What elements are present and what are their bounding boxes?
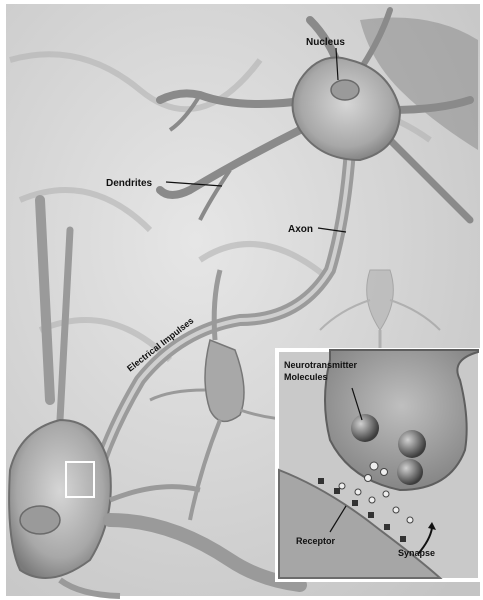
label-nucleus: Nucleus [306, 37, 345, 48]
label-axon: Axon [288, 224, 313, 235]
label-dendrites: Dendrites [106, 178, 153, 189]
label-synapse: Synapse [398, 548, 435, 558]
vesicle [351, 414, 379, 442]
vesicle [398, 430, 426, 458]
label-molecules: Molecules [284, 372, 328, 382]
label-receptor: Receptor [296, 536, 336, 546]
label-neurotransmitter: Neurotransmitter [284, 360, 358, 370]
vesicle [397, 459, 423, 485]
nucleus [331, 80, 359, 100]
